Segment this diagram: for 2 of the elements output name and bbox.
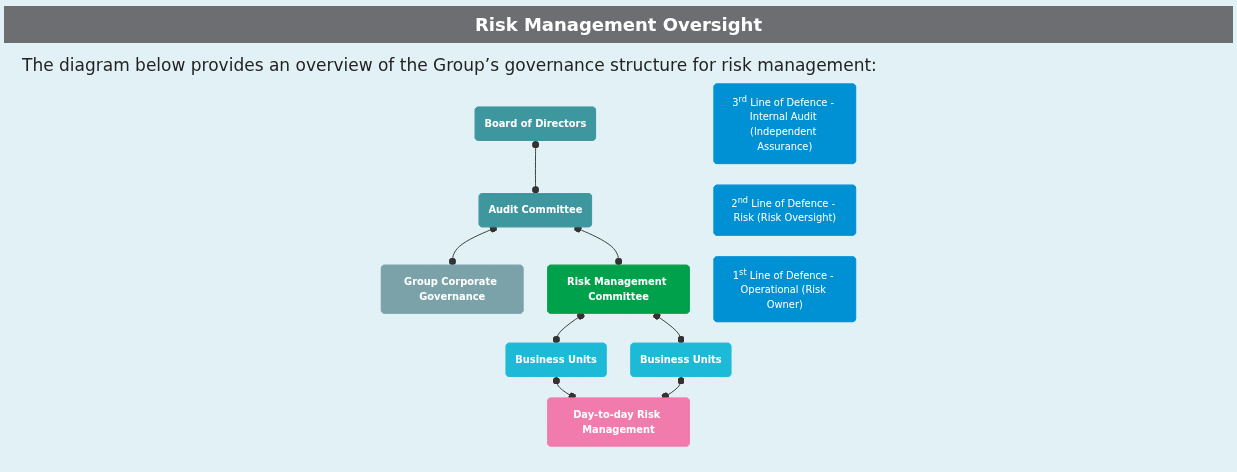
title-banner: Risk Management Oversight bbox=[4, 6, 1233, 43]
intro-text: The diagram below provides an overview of the Group’s governance structure for risk management: bbox=[22, 55, 878, 75]
